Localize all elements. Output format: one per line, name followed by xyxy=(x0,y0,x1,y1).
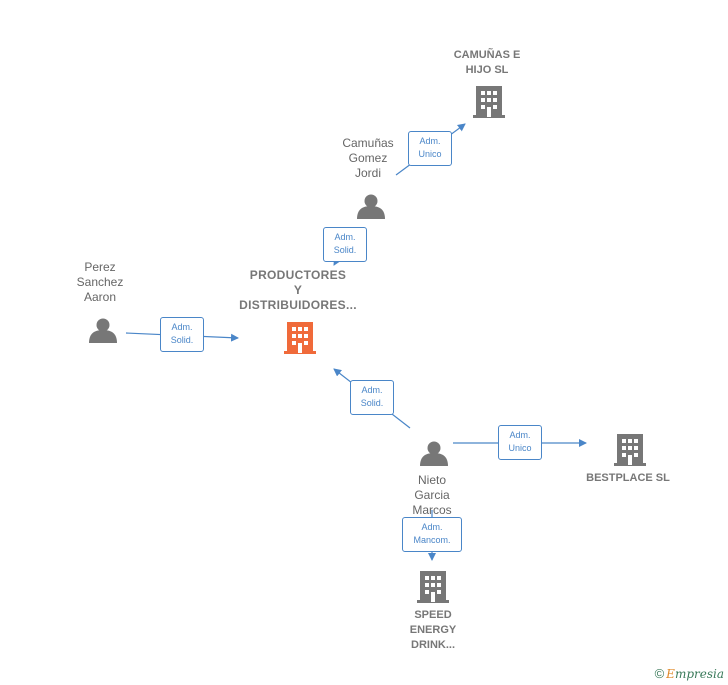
edge-label-line: Adm. xyxy=(334,232,356,242)
edge-label-line: Solid. xyxy=(360,398,384,408)
label-line: Y xyxy=(293,283,303,297)
person-label-nieto-garcia[interactable]: Nieto Garcia Marcos xyxy=(392,473,472,518)
edge-label-perez-to-productores[interactable]: Adm. Solid. xyxy=(160,317,204,352)
person-label-perez-sanchez[interactable]: Perez Sanchez Aaron xyxy=(60,260,140,305)
person-icon[interactable] xyxy=(89,318,117,344)
person-icon[interactable] xyxy=(357,194,385,220)
label-line: Garcia xyxy=(414,488,450,502)
company-label-camunas-e-hijo[interactable]: CAMUÑAS E HIJO SL xyxy=(437,48,537,78)
edge-label-line: Mancom. xyxy=(413,535,451,545)
label-line: SPEED xyxy=(414,609,452,621)
person-label-camunas-gomez[interactable]: Camuñas Gomez Jordi xyxy=(328,136,408,181)
label-line: DISTRIBUIDORES... xyxy=(239,298,357,312)
building-icon[interactable] xyxy=(614,434,646,466)
label-line: Gomez xyxy=(348,151,388,165)
company-label-bestplace[interactable]: BESTPLACE SL xyxy=(573,471,683,486)
building-icon[interactable] xyxy=(473,86,505,118)
label-line: PRODUCTORES xyxy=(249,268,347,282)
label-line: ENERGY xyxy=(409,624,457,636)
label-line: Marcos xyxy=(412,503,452,517)
person-icon[interactable] xyxy=(420,441,448,467)
label-line: DRINK... xyxy=(411,639,455,651)
label-line: Nieto xyxy=(417,473,446,487)
copyright-symbol: © xyxy=(654,666,665,681)
label-line: Camuñas xyxy=(342,136,394,150)
company-label-speed-energy[interactable]: SPEED ENERGY DRINK... xyxy=(393,608,473,653)
edge-label-line: Unico xyxy=(418,149,442,159)
label-line: BESTPLACE SL xyxy=(586,472,670,484)
edge-label-nieto-to-speed[interactable]: Adm. Mancom. xyxy=(402,517,462,552)
edge-label-line: Unico xyxy=(508,443,532,453)
edge-label-nieto-to-bestplace[interactable]: Adm. Unico xyxy=(498,425,542,460)
building-icon[interactable] xyxy=(284,322,316,354)
brand-name: mpresia xyxy=(674,667,724,681)
building-icon[interactable] xyxy=(417,571,449,603)
edge-label-line: Adm. xyxy=(419,136,441,146)
empresia-watermark: ©Empresia xyxy=(655,666,724,681)
brand-initial: E xyxy=(666,667,675,681)
label-line: Jordi xyxy=(354,166,381,180)
edge-label-line: Adm. xyxy=(509,430,531,440)
edge-label-camunas-to-productores[interactable]: Adm. Solid. xyxy=(323,227,367,262)
edge-label-camunas-to-hijo[interactable]: Adm. Unico xyxy=(408,131,452,166)
edge-label-nieto-to-productores[interactable]: Adm. Solid. xyxy=(350,380,394,415)
edge-label-line: Solid. xyxy=(170,335,194,345)
edge-label-line: Adm. xyxy=(361,385,383,395)
company-label-productores[interactable]: PRODUCTORES Y DISTRIBUIDORES... xyxy=(228,268,368,313)
edge-label-line: Adm. xyxy=(421,522,443,532)
label-line: Aaron xyxy=(83,290,117,304)
label-line: Perez xyxy=(84,260,116,274)
edge-label-line: Solid. xyxy=(333,245,357,255)
edge-label-line: Adm. xyxy=(171,322,193,332)
label-line: CAMUÑAS E xyxy=(453,49,521,61)
label-line: Sanchez xyxy=(76,275,124,289)
label-line: HIJO SL xyxy=(465,64,509,76)
